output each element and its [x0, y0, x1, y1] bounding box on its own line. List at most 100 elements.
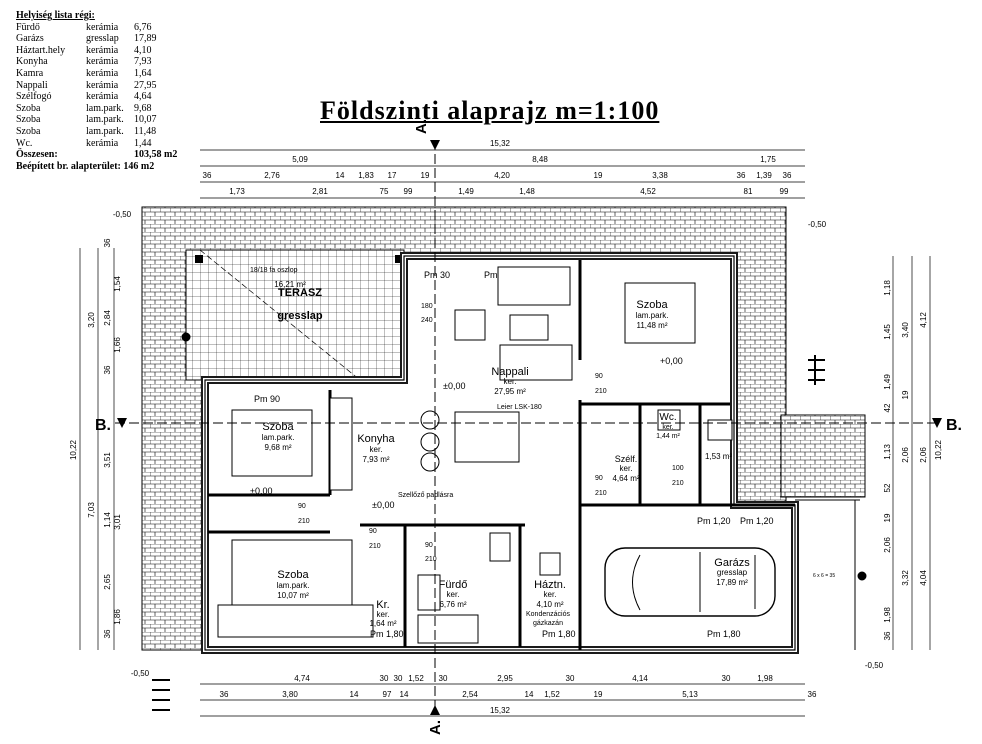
door-mark: 90: [595, 373, 603, 380]
room-area: 1,44 m²: [656, 433, 680, 440]
parapet-mark: Pm 1,20: [740, 516, 774, 526]
boiler-note-1: Kondenzációs: [526, 611, 570, 618]
room-list-title: Helyiség lista régi:: [16, 10, 95, 21]
door-mark: 240: [421, 317, 433, 324]
dim-text: 2,65: [103, 574, 112, 590]
room-area: 4,10 m²: [536, 600, 563, 609]
room-list-area: 10,07: [134, 114, 157, 126]
dim-text: 1,66: [113, 337, 122, 353]
room-list-name: Szoba: [16, 114, 41, 126]
parapet-mark: Pm: [484, 270, 498, 280]
carport-note: 6 x 6 = 35: [813, 573, 835, 579]
car-icon: [604, 547, 776, 617]
vent-note: Szellőző padlásra: [398, 492, 453, 499]
dim-text: 19: [421, 171, 430, 180]
dim-text: 3,32: [901, 570, 910, 586]
room-material: gresslap: [717, 568, 748, 577]
elevation-mark: ±0,00: [250, 486, 272, 496]
dim-text: 30: [566, 674, 575, 683]
room-area: 16,21 m²: [274, 280, 306, 289]
room-name: Nappali: [491, 366, 528, 378]
room-list-area: 4,10: [134, 44, 152, 56]
room-name: Szoba: [277, 569, 309, 581]
room-name: TERASZ: [278, 287, 322, 299]
dim-text: 30: [439, 674, 448, 683]
section-b-right: B.: [946, 417, 962, 434]
dim-text: 2,95: [497, 674, 513, 683]
dim-text: 1,52: [408, 674, 424, 683]
dim-text: 4,12: [919, 312, 928, 328]
door-mark: 180: [421, 303, 433, 310]
dim-text: 14: [400, 690, 409, 699]
dim-text: 99: [404, 187, 413, 196]
room-material: ker.: [447, 590, 460, 599]
room-list-material: lam.park.: [86, 114, 124, 126]
dim-text: 3,40: [901, 322, 910, 338]
section-lines: [115, 140, 940, 715]
room-list-area: 27,95: [134, 79, 157, 91]
dim-bottom-total: 15,32: [490, 706, 511, 715]
elevation-mark: ±0,00: [372, 500, 394, 510]
small-area: 1,53 m²: [705, 452, 732, 461]
dim-text: 2,06: [919, 447, 928, 463]
section-b-left: B.: [95, 417, 111, 434]
dim-text: 8,48: [532, 155, 548, 164]
dim-text: 1,14: [103, 512, 112, 528]
room-list-material: kerámia: [86, 56, 119, 68]
dim-text: 75: [380, 187, 389, 196]
exterior-walls: [201, 252, 799, 654]
dim-text: 3,01: [113, 514, 122, 530]
dim-text: 1,48: [519, 187, 535, 196]
room-list-material: gresslap: [86, 33, 119, 45]
parapet-mark: Pm 30: [424, 270, 450, 280]
room-list-name: Szoba: [16, 125, 41, 137]
room-area: 6,76 m²: [439, 600, 466, 609]
dim-text: 36: [883, 631, 892, 640]
dim-text: 3,80: [282, 690, 298, 699]
door-mark: 100: [672, 465, 684, 472]
parapet-mark: Pm 1,80: [707, 629, 741, 639]
boiler-note-2: gázkazán: [533, 620, 563, 627]
room-name: Szélf.: [615, 454, 638, 464]
door-mark: 210: [298, 518, 310, 525]
dim-text: 19: [901, 390, 910, 399]
dim-text: 2,06: [901, 447, 910, 463]
room-list-material: kerámia: [86, 67, 119, 79]
annotations: 18/18 fa oszlop Leier LSK-180 Szellőző p…: [250, 267, 835, 639]
parapet-mark: Pm 1,80: [370, 629, 404, 639]
room-name: Háztn.: [534, 579, 566, 591]
room-material: lam.park.: [277, 581, 310, 590]
room-list-name: Wc.: [16, 137, 33, 149]
room-material: ker.: [662, 424, 673, 431]
dim-text: 1,49: [883, 374, 892, 390]
room-list-material: lam.park.: [86, 102, 124, 114]
dim-text: 1,45: [883, 324, 892, 340]
door-mark: 90: [298, 503, 306, 510]
dim-text: 99: [780, 187, 789, 196]
room-list-area: 7,93: [134, 56, 152, 68]
section-markers: [117, 140, 942, 715]
door-mark: 210: [672, 480, 684, 487]
room-list-area: 1,64: [134, 67, 152, 79]
room-list-material: kerámia: [86, 137, 119, 149]
dim-text: 4,74: [294, 674, 310, 683]
dim-text: 1,73: [229, 187, 245, 196]
dim-text: 10,22: [69, 439, 78, 460]
stair-note: Leier LSK-180: [497, 404, 542, 411]
section-a-top: A.: [413, 119, 430, 134]
dim-text: 19: [594, 171, 603, 180]
dim-text: 14: [525, 690, 534, 699]
dim-text: 30: [380, 674, 389, 683]
dim-text: 1,83: [358, 171, 374, 180]
room-list-material: lam.park.: [86, 125, 124, 137]
room-list-area: 9,68: [134, 102, 152, 114]
parapet-mark: Pm 1,80: [542, 629, 576, 639]
room-list-name: Nappali: [16, 79, 48, 91]
room-list-name: Kamra: [16, 67, 44, 79]
room-material: ker.: [544, 590, 557, 599]
room-list-name: Háztart.hely: [16, 44, 66, 56]
